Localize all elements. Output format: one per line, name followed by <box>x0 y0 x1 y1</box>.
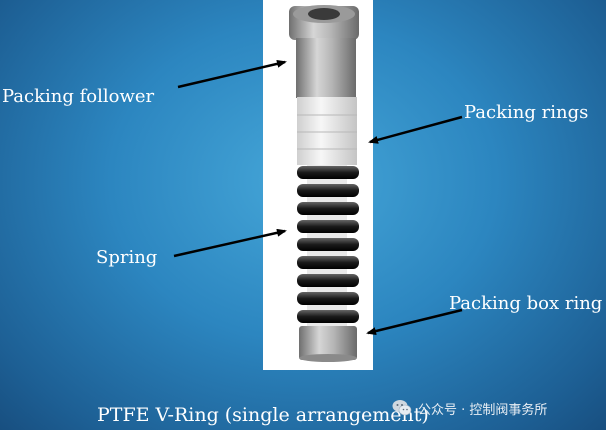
watermark: 公众号 · 控制阀事务所 <box>392 397 547 419</box>
packing-box-ring-part <box>299 326 357 362</box>
arrow-packing-rings <box>368 115 463 144</box>
packing-follower-part <box>289 5 359 98</box>
wechat-icon <box>392 399 412 417</box>
arrow-packing-follower <box>177 59 287 89</box>
caption: PTFE V-Ring (single arrangement) <box>97 404 429 426</box>
label-spring: Spring <box>96 247 158 268</box>
photo-panel <box>263 0 373 370</box>
valve-packing-illustration <box>289 5 359 362</box>
label-packing-box-ring: Packing box ring <box>449 293 603 314</box>
label-packing-follower: Packing follower <box>2 86 155 107</box>
watermark-text: 公众号 · 控制阀事务所 <box>418 402 548 418</box>
arrow-spring <box>173 228 287 258</box>
arrow-packing-box-ring <box>366 308 463 335</box>
label-packing-rings: Packing rings <box>464 102 589 123</box>
packing-rings-part <box>297 97 357 165</box>
spring-part <box>297 165 359 333</box>
